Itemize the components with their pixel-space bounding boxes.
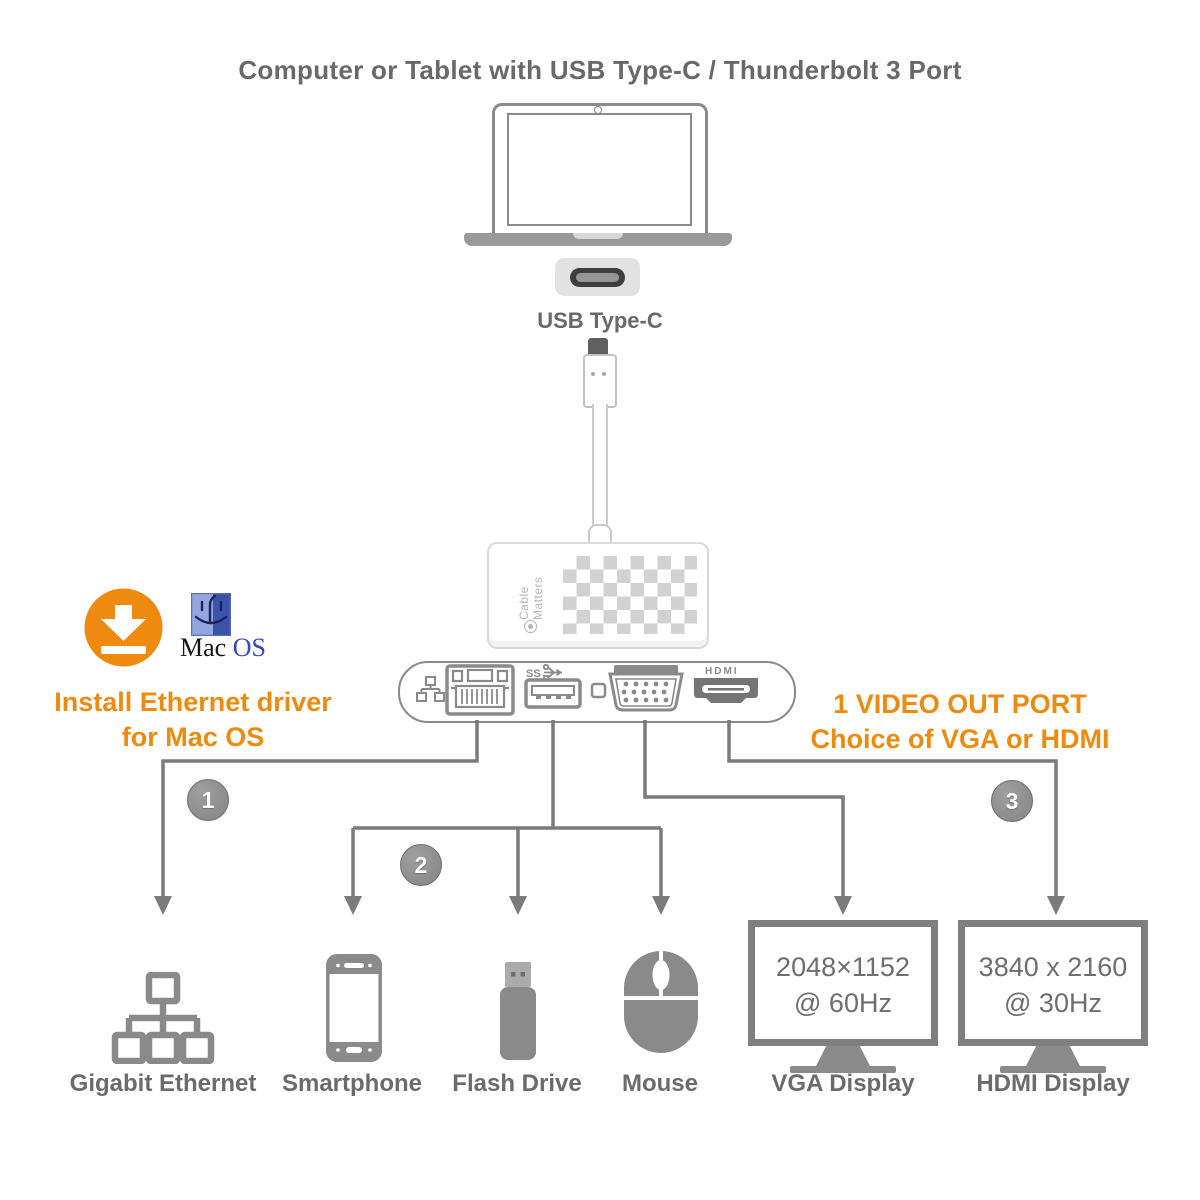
macos-logo-os: OS [232,633,266,662]
vga-display-base [790,1066,896,1073]
plug-dot [602,372,606,376]
ethernet-port-icon [416,676,445,702]
step-number: 2 [414,851,428,878]
mouse-label: Mouse [621,1070,698,1097]
gigabit-ethernet-label: Gigabit Ethernet [69,1070,257,1097]
superspeed-usb-icon: SS [526,663,562,682]
usb-c-port-slot [576,273,619,282]
hdmi-display-base [1000,1066,1106,1073]
laptop-base [464,233,732,246]
brand-logo-icon [524,620,537,633]
install-driver-line2: for Mac OS [121,722,265,752]
step-number: 3 [1005,787,1019,814]
cable-strain-relief [588,524,612,546]
download-icon [84,588,163,667]
step-badge-2: 2 [400,844,442,886]
vga-resolution: 2048×1152 [776,952,910,982]
usb-c-plug-tip [588,338,608,355]
usb-c-port-label: USB Type-C [537,308,663,333]
hdmi-port [694,678,758,703]
vga-display-label: VGA Display [771,1070,915,1097]
macos-logo-mac: Mac [180,633,227,662]
vga-port [608,665,684,712]
video-out-line1: 1 VIDEO OUT PORT [833,689,1087,719]
hdmi-port-label: HDMI [705,666,739,677]
install-driver-note: Install Ethernet driver for Mac OS [28,685,358,755]
rj45-port [445,664,515,716]
gigabit-ethernet-icon [111,972,215,1064]
usb-a-port [524,678,582,709]
step-number: 1 [201,786,215,813]
vga-display-icon: 2048×1152 @ 60Hz [748,920,938,1046]
laptop-base-notch [573,233,623,239]
hdmi-display-stand [1025,1046,1081,1068]
vent-pattern [563,556,697,634]
hdmi-resolution: 3840 x 2160 [978,952,1128,982]
svg-text:SS: SS [526,668,541,680]
laptop-screen-inner [507,113,692,226]
adapter-ports-detail: SS [416,663,758,716]
video-out-note: 1 VIDEO OUT PORT Choice of VGA or HDMI [795,687,1125,757]
macos-logo-text: Mac OS [175,633,271,663]
vga-display-stand [815,1046,871,1068]
vga-refresh: @ 60Hz [794,988,892,1018]
smartphone-label: Smartphone [281,1070,422,1097]
plug-dot [591,372,595,376]
macos-finder-icon [191,593,231,636]
webcam-icon [594,106,602,114]
smartphone-icon [326,954,382,1062]
video-out-line2: Choice of VGA or HDMI [810,724,1110,754]
cable-wire [592,404,608,528]
hdmi-display-label: HDMI Display [976,1070,1130,1097]
mouse-icon [623,950,699,1053]
flash-drive-label: Flash Drive [452,1070,582,1097]
install-driver-line1: Install Ethernet driver [54,687,332,717]
hdmi-display-icon: 3840 x 2160 @ 30Hz [958,920,1148,1046]
page-title: Computer or Tablet with USB Type-C / Thu… [238,55,962,85]
flash-drive-icon [500,962,536,1060]
step-badge-1: 1 [187,779,229,821]
hdmi-refresh: @ 30Hz [1004,988,1102,1018]
step-badge-3: 3 [991,780,1033,822]
usb-c-plug-body [583,354,617,408]
led-indicator [590,682,607,699]
